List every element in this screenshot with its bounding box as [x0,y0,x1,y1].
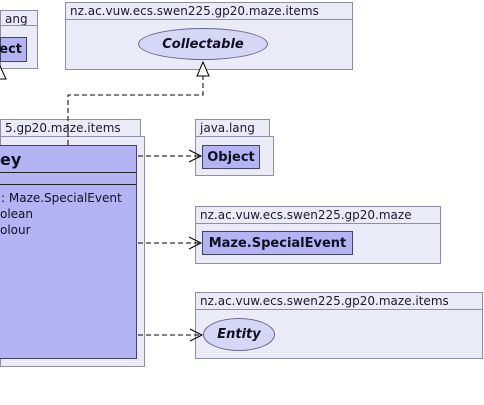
class-key-name: ey [0,150,22,169]
realization-arrowhead-collectable [196,60,210,77]
interface-entity[interactable]: Entity [203,318,275,351]
dependency-arrowhead-special-event [188,236,203,250]
class-key-divider-2 [0,184,136,185]
class-key-attr-colour: olour [0,223,31,237]
class-key-divider-1 [0,172,136,173]
dependency-arrowhead-entity [189,328,204,342]
class-maze-special-event[interactable]: Maze.SpecialEvent [202,231,353,255]
class-key-attr-boolean: olean [0,207,34,221]
dependency-arrowhead-object [188,149,203,163]
edge-key-collectable [67,76,204,145]
class-object[interactable]: Object [202,145,260,169]
class-key-attr-event: : Maze.SpecialEvent [1,191,122,205]
package-maze-tab: nz.ac.vuw.ecs.swen225.gp20.maze [195,206,441,224]
package-java-lang-tab: java.lang [195,119,270,137]
class-key[interactable]: ey : Maze.SpecialEvent olean olour [0,145,137,359]
interface-collectable[interactable]: Collectable [138,28,268,60]
realization-arrowhead-object-topleft [0,64,7,80]
class-object-topleft[interactable]: ject [0,37,27,62]
